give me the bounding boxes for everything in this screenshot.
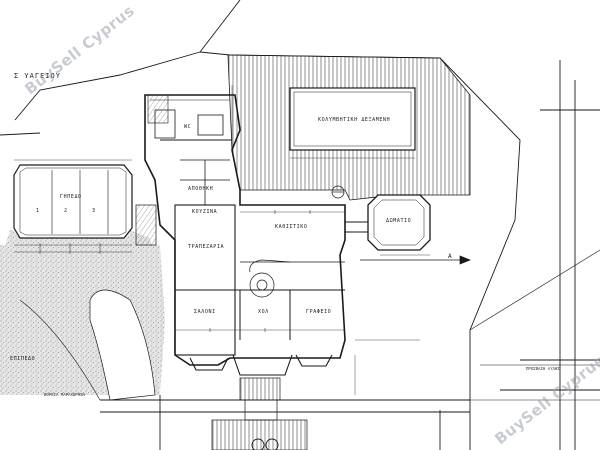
hall-label: ΧΟΛ [258, 309, 269, 315]
room-label: ΔΩΜΑΤΙΟ [386, 218, 411, 224]
storage-label: ΑΠΟΘΗΚΗ [188, 186, 213, 192]
court [13, 164, 133, 239]
right-note: ΠΡΟΣΒΑΣΗ ΑΥΛΗΣ [526, 366, 560, 371]
side-stair [135, 94, 169, 246]
dimension-lines [14, 85, 430, 395]
pool-deck [227, 54, 471, 201]
section-marker [360, 255, 471, 265]
dining-label: ΤΡΑΠΕΖΑΡΙΑ [188, 244, 224, 250]
spiral-stair [249, 259, 291, 298]
bottom-note: ΒΟΡΕΙΑ ΠΑΡΑΧΩΡΗΣΗ [44, 392, 86, 397]
level-label: ΕΠΙΠΕΔΟ [10, 356, 35, 362]
driveway-area [0, 230, 165, 401]
pool-label: ΚΟΛΥΜΒΗΤΙΚΗ ΔΕΞΑΜΕΝΗ [318, 117, 390, 123]
wc-label: WC [184, 124, 191, 130]
office-label: ΓΡΑΦΕΙΟ [306, 309, 331, 315]
bay-windows [189, 354, 333, 376]
court-number-1: 1 [36, 208, 40, 214]
street-label: Σ ΥΑΓΕΙΟΥ [14, 72, 61, 80]
court-number-3: 3 [92, 208, 96, 214]
dimension-ticks [39, 210, 311, 332]
octagon-room [345, 194, 431, 251]
court-label: ΓΗΠΕΔΟ [60, 194, 82, 200]
living-label: ΚΑΘΙΣΤΙΚΟ [275, 224, 308, 230]
salon-label: ΣΑΛΟΝΙ [194, 309, 216, 315]
watermark-top: BuySell Cyprus [21, 2, 138, 99]
garden-walls [100, 395, 470, 450]
parcel-lines [469, 249, 600, 401]
court-number-2: 2 [64, 208, 68, 214]
service-room-label: ΚΟΥΖΙΝΑ [192, 209, 217, 215]
section-a-label: A [448, 253, 452, 260]
entrance-steps [211, 377, 308, 450]
pool [289, 87, 416, 151]
deck-stair [331, 185, 345, 199]
